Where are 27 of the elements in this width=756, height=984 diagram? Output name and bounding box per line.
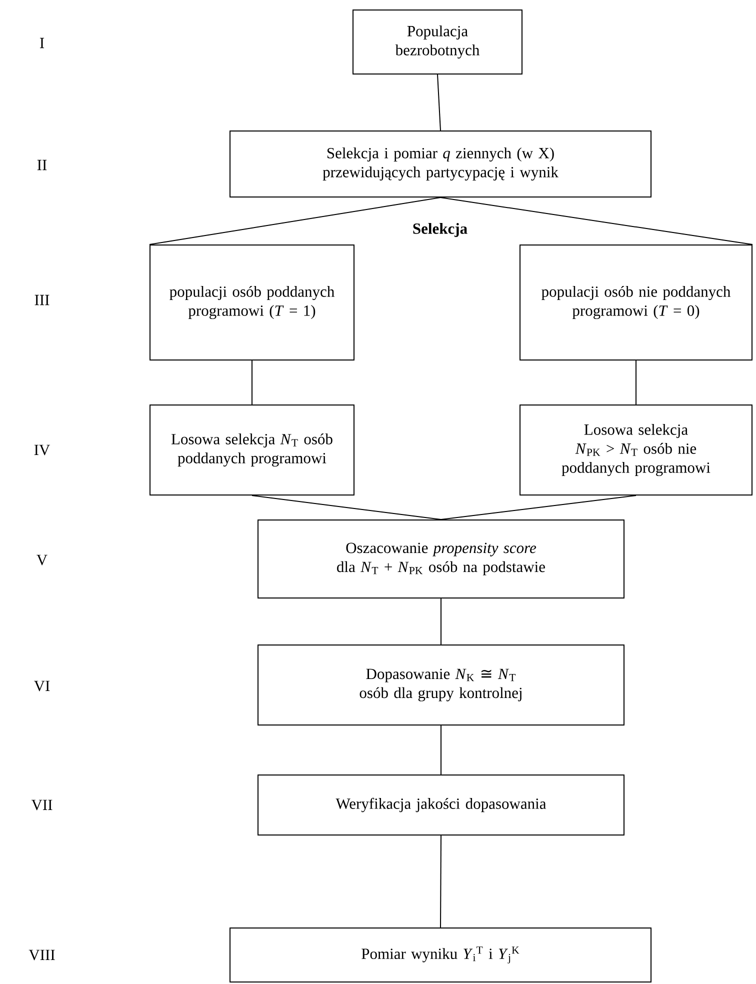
process-box: populacji osób poddanych programowi (T = 1) — [150, 244, 354, 360]
connector-line — [440, 495, 636, 520]
connector-line — [440, 197, 753, 245]
connector-line — [440, 725, 442, 775]
process-box: Pomiar wyniku Y$_{i}$$^{T}$ i Y$_{j}$K — [230, 928, 652, 982]
step-number: IV — [34, 444, 50, 456]
step-number: III — [34, 294, 50, 306]
process-box: Dopasowanie N$_{K}$ ≅ N$_{T}$ osób dla grupy kontrolnej — [258, 644, 624, 726]
connector-line — [440, 835, 442, 928]
process-box: Weryfikacja jakości dopasowania — [258, 774, 624, 836]
process-box: Populacja bezrobotnych — [352, 10, 522, 74]
process-box: populacji osób nie poddanych programowi (T = 0) — [520, 244, 752, 360]
connector-line — [437, 74, 441, 131]
connector-line — [440, 598, 442, 645]
step-number: II — [37, 160, 47, 170]
branch-label: Selekcja — [413, 222, 468, 238]
step-number: VIII — [28, 950, 55, 960]
process-box: Selekcja i pomiar q ziennych (w X) przewidujących partycypację i wynik — [230, 130, 652, 198]
step-number: VII — [31, 800, 52, 810]
process-box: Losowa selekcja N$_{PK}$ > N$_{T}$ osób nie poddanych programowi — [520, 404, 752, 496]
connector-line — [252, 495, 442, 520]
step-number: VI — [34, 680, 50, 692]
process-box: Oszacowanie propensity score dla N$_{T}$ + N$_{PK}$ osób na podstawie — [258, 520, 624, 598]
connector-line — [149, 197, 441, 245]
step-number: V — [36, 554, 48, 566]
process-box: Losowa selekcja N$_{T}$ osób poddanych programowi — [150, 404, 354, 496]
step-number: I — [40, 38, 44, 48]
